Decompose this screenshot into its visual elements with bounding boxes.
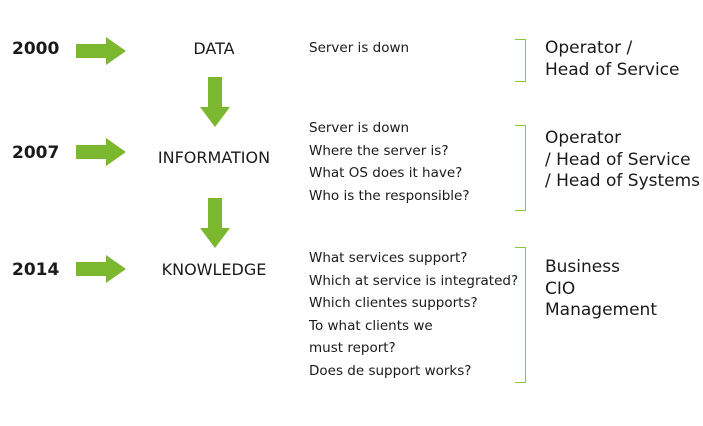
bracket [515,247,526,383]
role-item: CIO [545,278,576,299]
questions-list-knowledge: What services support? Which at service … [309,247,518,382]
down-arrow-icon [200,198,230,248]
role-item: / Head of Systems [545,171,701,191]
questions-list-information: Server is down Where the server is? What… [309,117,470,207]
role-item: Head of Service [545,59,680,80]
bracket [515,125,526,211]
question-item: Server is down [309,40,410,56]
question-item: Does de support works? [309,362,472,379]
role-item: / Head of Service [545,149,691,170]
question-item: What services support? [309,250,468,266]
roles-information: Operator / Head of Service / Head of Sys… [545,128,700,193]
stage-knowledge: KNOWLEDGE [161,260,267,279]
down-arrow-icon [200,77,230,127]
stage-information: INFORMATION [157,148,271,167]
question-item: must report? [309,340,396,356]
role-item: Management [545,300,657,320]
right-arrow-icon [76,255,126,283]
question-item: Which at service is integrated? [309,272,519,289]
question-item: What OS does it have? [309,165,463,181]
right-arrow-icon [76,37,126,65]
right-arrow-icon [76,138,126,166]
year-2007: 2007 [12,143,60,163]
question-item: Where the server is? [309,142,449,159]
roles-data: Operator / Head of Service [545,38,679,81]
stage-data: DATA [193,39,235,58]
questions-list-data: Server is down [309,37,409,60]
role-item: Business [545,257,620,277]
question-item: Who is the responsible? [309,187,470,204]
year-2014: 2014 [12,260,60,280]
question-item: Server is down [309,120,410,136]
role-item: Operator [545,128,622,148]
question-item: Which clientes supports? [309,295,478,311]
bracket [515,39,526,82]
question-item: To what clients we [309,317,433,334]
role-item: Operator / [545,38,633,58]
roles-knowledge: Business CIO Management [545,257,657,322]
year-2000: 2000 [12,39,60,59]
